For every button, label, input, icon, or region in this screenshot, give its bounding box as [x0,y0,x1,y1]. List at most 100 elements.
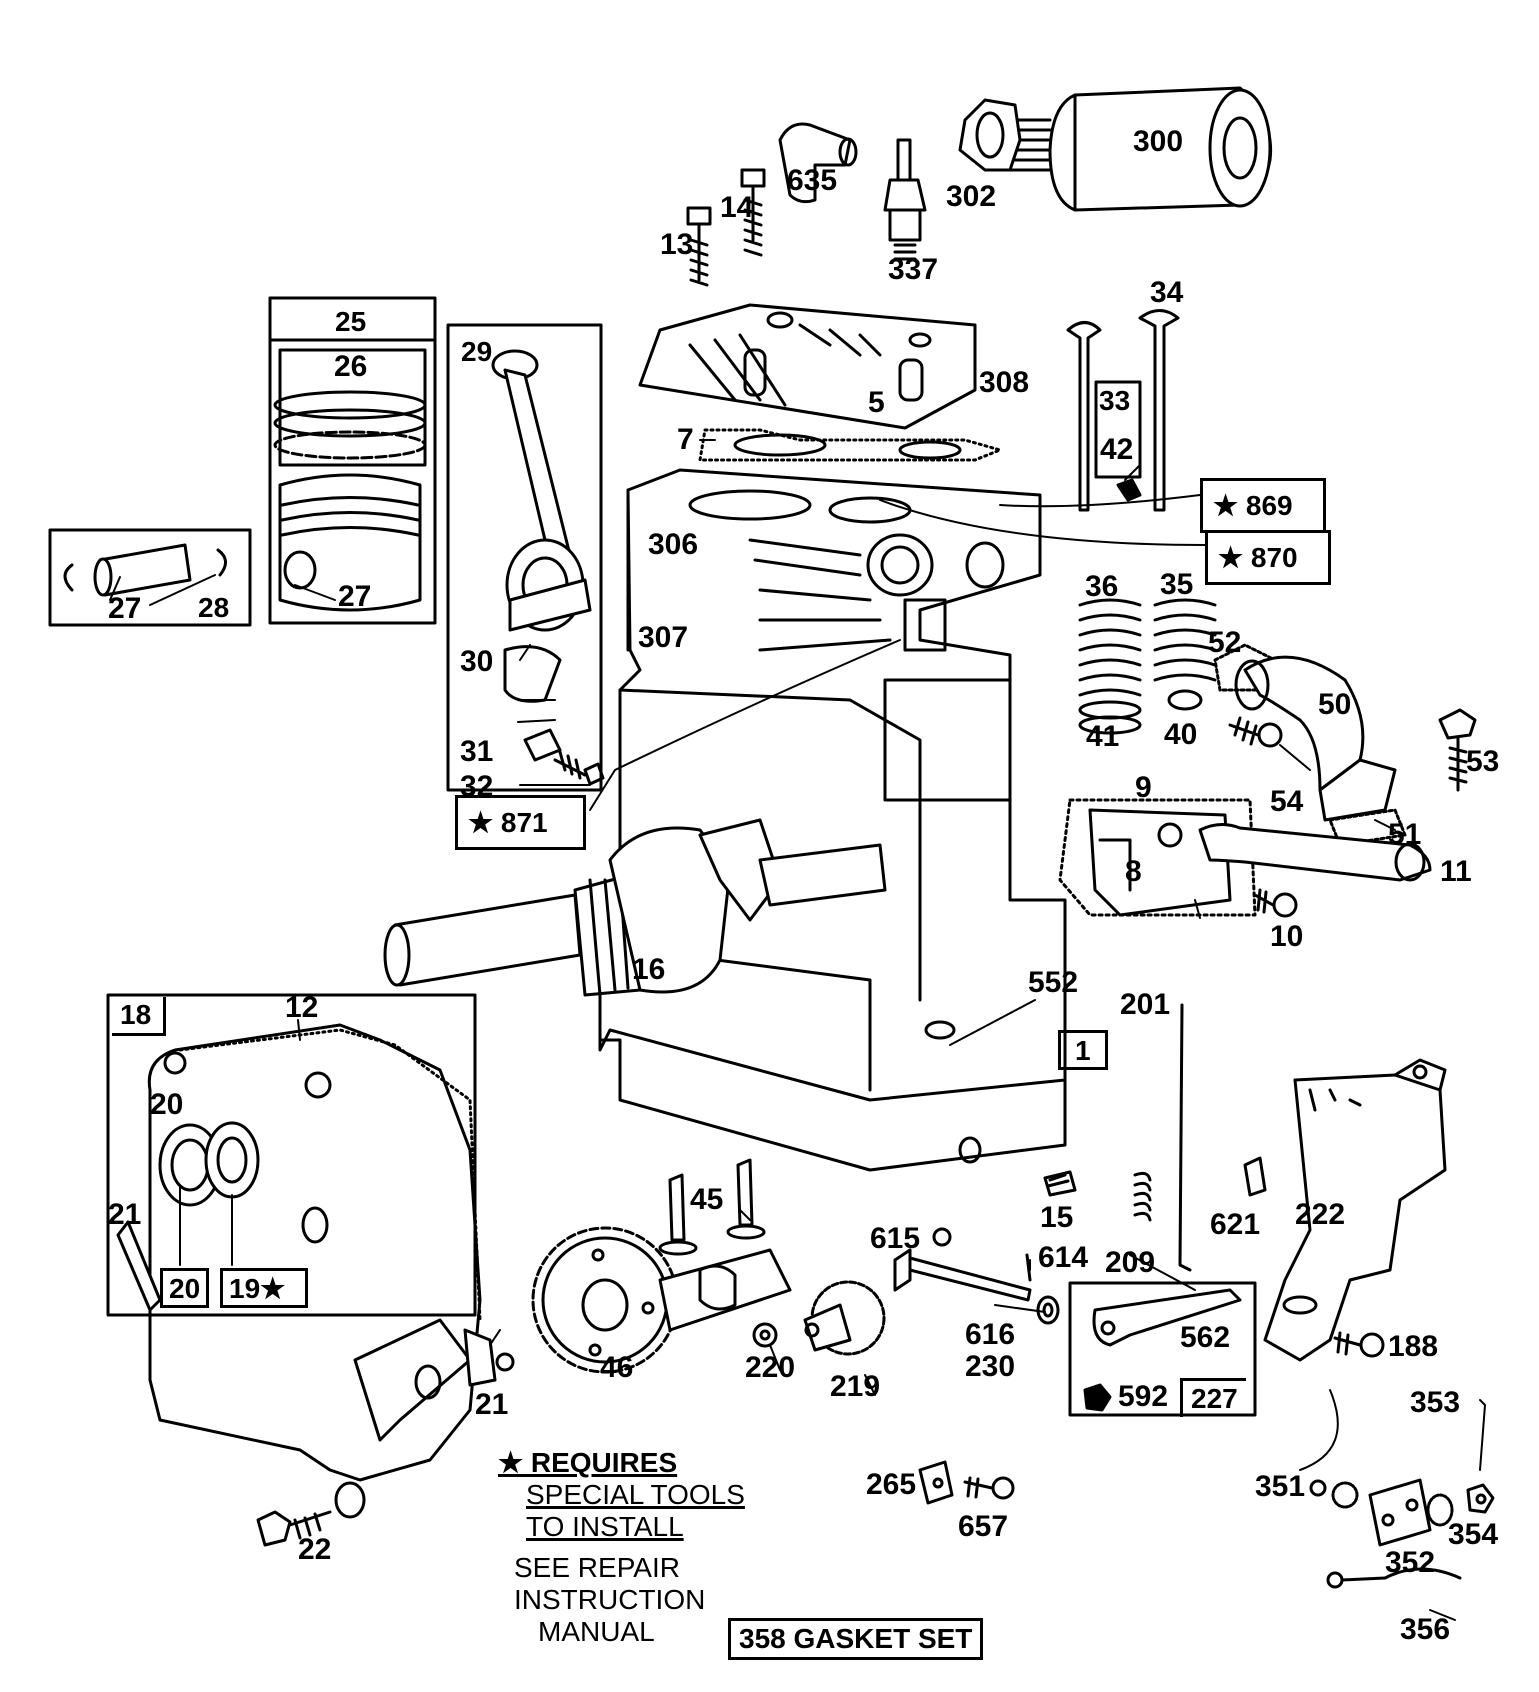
label-230: 230 [965,1350,1016,1383]
threaded-stud [1008,118,1052,172]
group-box-18 [106,993,477,1317]
label-14: 14 [720,191,754,224]
label-26: 26 [334,350,368,383]
label-220: 220 [745,1351,796,1384]
pin-614 [1025,1253,1032,1282]
label-16: 16 [632,953,666,986]
label-41: 41 [1086,720,1120,753]
rod-cap-30 [503,645,562,703]
bolt-53 [1438,708,1477,792]
oil-fill-plug-21 [463,1328,515,1387]
label-28: 28 [198,592,230,623]
label-209: 209 [1105,1246,1156,1279]
label-616: 616 [965,1318,1016,1351]
bolt-14 [740,168,766,257]
gasket-set-label: 358 GASKET SET [728,1618,984,1660]
label-306: 306 [648,528,699,561]
label-614: 614 [1038,1241,1089,1274]
label-20b: 20 [160,1268,210,1308]
piston-pin-28 [63,543,227,597]
label-30: 30 [460,645,494,678]
label-20a: 20 [150,1088,184,1121]
note-line-1: ★ REQUIRES [498,1447,678,1478]
label-201: 201 [1120,988,1171,1021]
lock-plate-31 [523,728,562,762]
label-227: 227 [1180,1378,1246,1417]
label-635: 635 [787,164,838,197]
label-352: 352 [1385,1546,1436,1579]
link-201 [1178,1003,1192,1272]
label-25: 25 [335,306,367,337]
label-33: 33 [1099,385,1131,416]
governor-shaft-616 [893,1248,1032,1302]
nut-354 [1466,1483,1495,1514]
piston-27 [278,473,422,612]
label-552: 552 [1028,966,1079,999]
bolt-54 [1228,716,1283,748]
crankshaft-16 [383,818,887,997]
label-12: 12 [285,991,319,1024]
label-35: 35 [1160,568,1194,601]
spark-plug-boot-635 [778,122,858,204]
group-box-29 [446,323,603,792]
cam-gear-46 [531,1226,792,1374]
piston-rings-26 [273,390,427,460]
label-5: 5 [868,386,885,419]
plug-15 [1043,1170,1077,1197]
label-19: 19★ [220,1268,309,1308]
crankcase-cover-18 [147,1023,482,1519]
label-9: 9 [1135,771,1152,804]
drain-plug-22 [256,1510,332,1547]
label-1: 1 [1058,1030,1108,1070]
label-15: 15 [1040,1201,1074,1234]
washer-220 [752,1322,778,1348]
valve-spring-35 [1153,598,1217,711]
connecting-rod-29 [491,349,592,632]
plate-352 [1368,1478,1432,1547]
air-cleaner-300 [1048,86,1273,212]
label-307: 307 [638,621,689,654]
label-11: 11 [1440,855,1472,888]
head-gasket-7 [698,428,1002,462]
label-308: 308 [979,366,1030,399]
screw-657 [963,1476,1015,1500]
label-8: 8 [1125,855,1142,888]
bolt-13 [686,206,712,287]
label-351: 351 [1255,1470,1306,1503]
note-line-2: SPECIAL TOOLS [526,1479,745,1511]
cylinder-head-5 [638,303,977,430]
label-265: 265 [866,1468,917,1501]
label-356: 356 [1400,1613,1451,1646]
valve-spring-36 [1078,598,1142,735]
group-box-25 [268,296,437,625]
ground-wire-356 [1326,1567,1462,1589]
note-line-5: INSTRUCTION [514,1583,706,1615]
label-337: 337 [888,253,939,286]
callout-871: ★ 871 [455,795,586,850]
breather-tube-11 [1198,823,1432,882]
governor-lever-562 [1092,1288,1242,1347]
label-592: 592 [1118,1380,1169,1413]
label-27a: 27 [108,592,142,625]
label-21a: 21 [108,1198,142,1231]
screw-188 [1333,1331,1385,1358]
label-45: 45 [690,1183,724,1216]
valve-retainer-42 [1116,478,1142,502]
group-box-28 [48,528,252,627]
label-54: 54 [1270,785,1304,818]
nut-592 [1083,1383,1112,1412]
tappet-45a [658,1173,698,1256]
label-42: 42 [1100,433,1134,466]
label-13: 13 [660,228,694,261]
leader-lines [109,439,1486,1621]
label-52: 52 [1208,626,1242,659]
label-621: 621 [1210,1208,1261,1241]
label-29: 29 [461,336,493,367]
label-51: 51 [1388,818,1422,851]
label-31: 31 [460,735,494,768]
note-line-6: MANUAL [538,1615,655,1647]
label-222: 222 [1295,1198,1346,1231]
screw-10 [1253,888,1298,918]
clip-621 [1243,1156,1267,1197]
rod-bolt-32 [553,750,605,786]
